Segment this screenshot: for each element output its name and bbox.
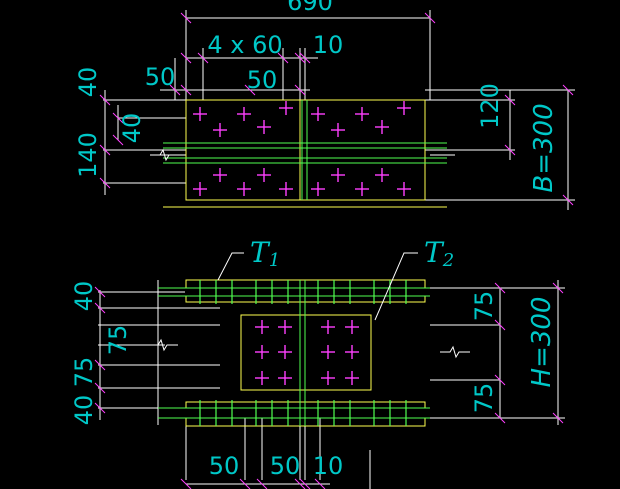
bolt-icon: [237, 107, 251, 121]
bolt-icon: [255, 345, 269, 359]
bolt-icon: [255, 320, 269, 334]
side-dim-v-mid: 75: [70, 357, 98, 388]
dim-width: B=300: [529, 103, 559, 192]
bolt-icon: [257, 120, 271, 134]
bolt-icon: [397, 182, 411, 196]
side-dim-ticks: [94, 282, 564, 489]
dim-edge-left: 50: [145, 63, 176, 91]
side-flanges: [158, 280, 430, 426]
bolt-icon: [237, 182, 251, 196]
label-t1: T1: [250, 236, 280, 271]
side-leaders: [217, 252, 418, 321]
bolt-icon: [278, 371, 292, 385]
bolt-icon: [193, 107, 207, 121]
side-dim-right-bottom: 75: [470, 383, 498, 414]
bolt-icon: [257, 168, 271, 182]
bolt-icon: [375, 168, 389, 182]
side-break-left: [150, 338, 178, 352]
bolt-icon: [321, 345, 335, 359]
side-dim-v-inner: 75: [104, 325, 132, 356]
side-dim-height: H=300: [527, 297, 557, 388]
top-splice-plate: [163, 99, 447, 208]
dim-pitch: 4 x 60: [207, 31, 282, 59]
bolt-icon: [397, 101, 411, 115]
side-dim-right-top: 75: [470, 291, 498, 322]
bolt-icon: [278, 320, 292, 334]
dim-overall: 690: [287, 0, 333, 16]
bolt-icon: [355, 107, 369, 121]
bolt-icon: [321, 320, 335, 334]
bolt-icon: [345, 320, 359, 334]
dim-v-mid: 140: [74, 132, 102, 178]
bolt-icon: [345, 345, 359, 359]
dim-mid: 50: [247, 66, 278, 94]
bolt-icon: [311, 107, 325, 121]
side-extension-lines: [98, 280, 565, 489]
top-extension-lines: [103, 10, 575, 210]
bolt-icon: [193, 182, 207, 196]
side-break-right: [440, 345, 470, 359]
side-dim-v-top: 40: [70, 281, 98, 312]
bolt-icon: [311, 182, 325, 196]
dim-v-top: 40: [74, 67, 102, 98]
bolt-icon: [321, 371, 335, 385]
side-web-bolts: [255, 320, 359, 385]
bolt-icon: [213, 168, 227, 182]
side-dim-bottom-mid: 50: [270, 452, 301, 480]
dim-right-inner: 120: [476, 83, 504, 129]
dim-gap: 10: [313, 31, 344, 59]
bolt-icon: [355, 182, 369, 196]
top-break-line: [150, 148, 180, 162]
side-dim-bottom-gap: 10: [313, 452, 344, 480]
label-t2: T2: [424, 236, 454, 271]
side-dim-bottom-left: 50: [209, 452, 240, 480]
side-view: T1 T2 40 75 75 40 75 75 H=300 50 50 10: [70, 236, 565, 489]
bolt-icon: [213, 123, 227, 137]
bolt-icon: [279, 182, 293, 196]
dim-v-inner: 40: [118, 113, 146, 144]
bolt-icon: [345, 371, 359, 385]
side-dim-v-bottom: 40: [70, 395, 98, 426]
bolt-icon: [375, 120, 389, 134]
bolt-icon: [255, 371, 269, 385]
bolt-icon: [331, 168, 345, 182]
top-view: 690 4 x 60 10 50 50 40 40 140 120 B=300: [74, 0, 575, 210]
bolt-icon: [279, 101, 293, 115]
bolt-icon: [331, 123, 345, 137]
side-flange-bolts: [199, 280, 407, 426]
bolt-icon: [278, 345, 292, 359]
top-web-plate: [163, 100, 447, 200]
top-dim-ticks: [99, 12, 574, 206]
top-bolts: [193, 101, 411, 196]
